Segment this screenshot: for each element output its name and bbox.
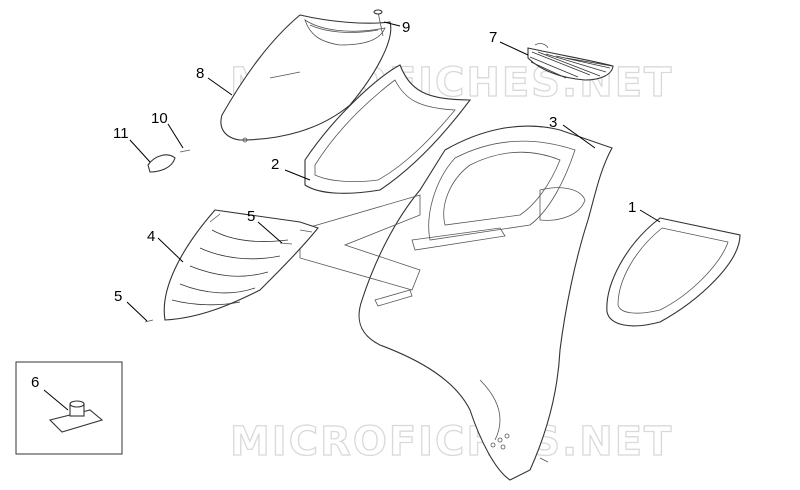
leader-1 xyxy=(639,209,661,223)
part-screw-5-upper xyxy=(279,242,293,245)
leader-4 xyxy=(157,237,184,263)
callout-5-lower: 5 xyxy=(114,288,122,305)
leader-3 xyxy=(562,124,596,149)
callout-11: 11 xyxy=(113,125,129,142)
callout-4: 4 xyxy=(147,228,155,245)
callout-3: 3 xyxy=(549,114,557,131)
part-upper-cover xyxy=(220,14,392,143)
leader-11 xyxy=(129,139,151,163)
callout-1: 1 xyxy=(628,199,636,216)
callout-10: 10 xyxy=(151,110,168,127)
part-front-shield xyxy=(358,125,613,481)
leader-9 xyxy=(383,21,401,27)
callout-8: 8 xyxy=(196,65,204,82)
leader-7 xyxy=(499,41,529,56)
leader-6 xyxy=(43,389,69,411)
inset-part-6 xyxy=(15,361,123,455)
part-cap-11 xyxy=(147,154,176,173)
part-grille-7 xyxy=(527,43,614,81)
part-screw-9 xyxy=(373,9,384,37)
part-shield-frame xyxy=(304,64,472,194)
part-side-panel-outline xyxy=(299,194,421,291)
leader-5-upper xyxy=(257,221,283,244)
leader-10 xyxy=(167,123,184,149)
leader-5-lower xyxy=(126,301,148,322)
leader-2 xyxy=(284,169,311,181)
callout-5-upper: 5 xyxy=(247,208,255,225)
part-screw-5-lower xyxy=(144,319,154,323)
leader-8 xyxy=(207,77,233,96)
callout-2: 2 xyxy=(271,156,279,173)
watermark-bottom: MICROFICHES.NET xyxy=(230,419,673,465)
callout-7: 7 xyxy=(489,29,497,46)
part-side-grille-4 xyxy=(163,209,319,321)
part-headlight-ring-1 xyxy=(606,217,741,327)
callout-9: 9 xyxy=(402,19,410,36)
part-screw-10 xyxy=(179,149,191,153)
callout-6: 6 xyxy=(31,374,39,391)
